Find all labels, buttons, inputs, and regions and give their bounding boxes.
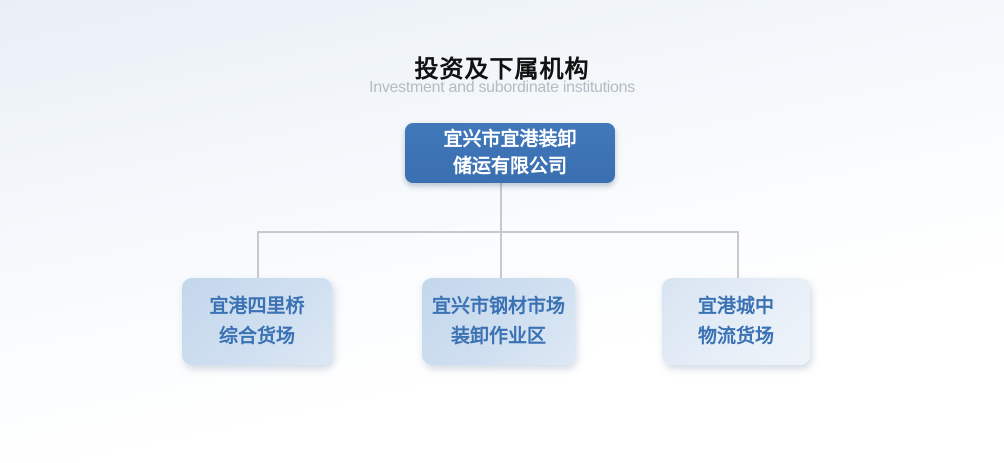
page-title: 投资及下属机构 <box>414 56 590 83</box>
org-node-child-1-line-1: 宜港四里桥 <box>209 295 305 317</box>
org-node-root-line-1: 宜兴市宜港装卸 <box>443 129 577 150</box>
page-subtitle: Investment and subordinate institutions <box>369 79 635 96</box>
org-node-child-3-line-2: 物流货场 <box>697 325 774 347</box>
org-node-child-1-line-2: 综合货场 <box>218 325 295 347</box>
org-node-root-line-2: 储运有限公司 <box>452 156 567 177</box>
org-node-child-steel-market-zone: 宜兴市钢材市场 装卸作业区 <box>422 278 575 365</box>
org-node-root: 宜兴市宜港装卸 储运有限公司 <box>405 123 615 183</box>
org-node-child-2-line-2: 装卸作业区 <box>450 325 546 347</box>
org-node-child-3-line-1: 宜港城中 <box>697 295 774 317</box>
org-node-child-chengzhong-logistics: 宜港城中 物流货场 <box>662 278 810 365</box>
org-node-child-2-line-1: 宜兴市钢材市场 <box>431 295 565 317</box>
org-node-child-siliqiao-yard: 宜港四里桥 综合货场 <box>182 278 332 365</box>
